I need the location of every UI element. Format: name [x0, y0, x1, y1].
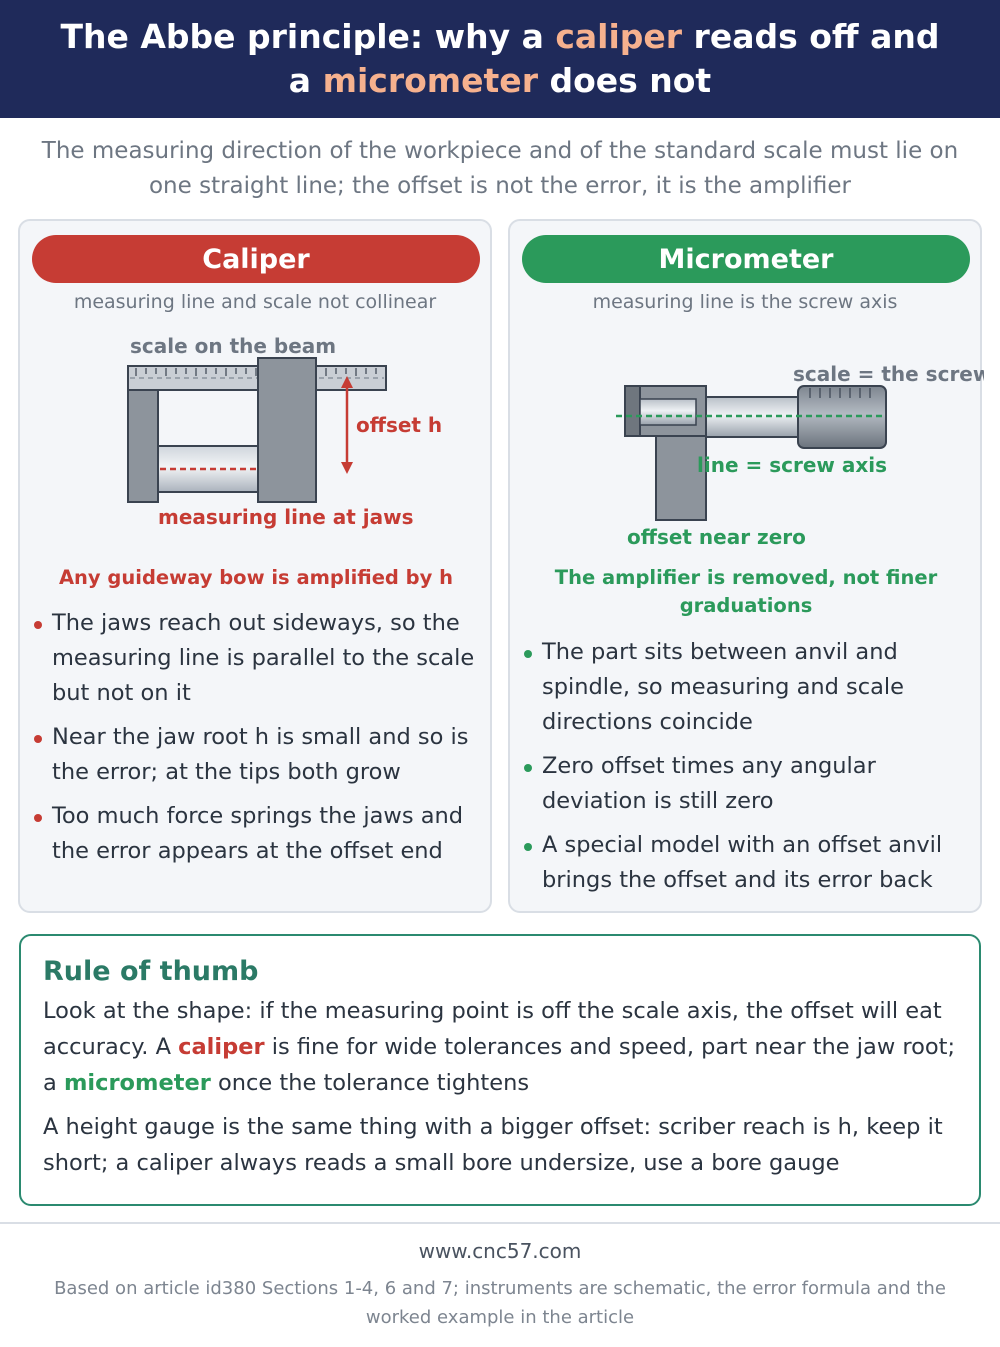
rule-title: Rule of thumb: [43, 956, 259, 987]
micrometer-offset-label: offset near zero: [627, 525, 806, 549]
bullet-dot-icon: [524, 843, 532, 851]
footer-url: www.cnc57.com: [418, 1239, 582, 1263]
caliper-bullet: Too much force springs the jaws and the …: [30, 799, 486, 869]
bullet-dot-icon: [524, 650, 532, 658]
micrometer-lead: The amplifier is removed, not finer grad…: [554, 566, 938, 617]
caliper-offset-label: offset h: [356, 413, 442, 437]
micrometer-subtitle: measuring line is the screw axis: [592, 291, 898, 313]
caliper-title: Caliper: [32, 235, 480, 283]
caliper-scale-label: scale on the beam: [130, 334, 336, 358]
bullet-dot-icon: [34, 814, 42, 822]
micrometer-bullet: Zero offset times any angular deviation …: [520, 749, 976, 819]
rule-of-thumb-box: Rule of thumb Look at the shape: if the …: [19, 934, 981, 1206]
footer-note: Based on article id380 Sections 1-4, 6 a…: [54, 1278, 946, 1328]
title-keyword-caliper: caliper: [555, 17, 683, 56]
caliper-fixed-jaw: [127, 389, 159, 503]
micrometer-anvil: [624, 385, 641, 437]
caliper-bullet: Near the jaw root h is small and so is t…: [30, 720, 486, 790]
bullet-dot-icon: [34, 735, 42, 743]
footer-divider: [0, 1222, 1000, 1224]
bullet-dot-icon: [34, 621, 42, 629]
rule-paragraph-2: A height gauge is the same thing with a …: [43, 1114, 943, 1176]
caliper-scale-ticks: [135, 368, 377, 376]
micrometer-scale-ticks: [809, 388, 871, 398]
page-title: The Abbe principle: why a caliper reads …: [60, 17, 940, 100]
page-subtitle: The measuring direction of the workpiece…: [41, 138, 959, 199]
micrometer-diagram: scale = the screw line = screw axis offs…: [616, 362, 984, 549]
rule-keyword-caliper: caliper: [178, 1034, 265, 1060]
micrometer-bullet: A special model with an offset anvil bri…: [520, 828, 976, 898]
micrometer-title: Micrometer: [522, 235, 970, 283]
caliper-card: Caliper measuring line and scale not col…: [18, 219, 492, 913]
micrometer-line-label: line = screw axis: [697, 453, 887, 477]
micrometer-bullet: The part sits between anvil and spindle,…: [520, 635, 976, 740]
caliper-lead: Any guideway bow is amplified by h: [58, 566, 454, 589]
caliper-sliding-jaw: [257, 357, 317, 503]
micrometer-card: Micrometer measuring line is the screw a…: [508, 219, 984, 913]
caliper-bullet-list: The jaws reach out sideways, so the meas…: [30, 606, 486, 878]
header-banner: The Abbe principle: why a caliper reads …: [0, 0, 1000, 118]
caliper-offset-arrowhead-bottom: [341, 462, 353, 474]
caliper-bullet: The jaws reach out sideways, so the meas…: [30, 606, 486, 711]
micrometer-bullet-list: The part sits between anvil and spindle,…: [520, 635, 976, 907]
caliper-diagram: scale on the beam offset h measuring lin…: [127, 334, 442, 529]
micrometer-scale-label: scale = the screw: [793, 362, 984, 386]
rule-keyword-micrometer: micrometer: [63, 1070, 211, 1096]
title-keyword-micrometer: micrometer: [322, 61, 538, 100]
caliper-offset-arrowhead-top: [341, 376, 353, 388]
bullet-dot-icon: [524, 764, 532, 772]
caliper-line-label: measuring line at jaws: [158, 505, 414, 529]
rule-paragraph-1: Look at the shape: if the measuring poin…: [43, 998, 956, 1096]
micrometer-workpiece: [639, 398, 697, 426]
caliper-subtitle: measuring line and scale not collinear: [73, 291, 437, 313]
